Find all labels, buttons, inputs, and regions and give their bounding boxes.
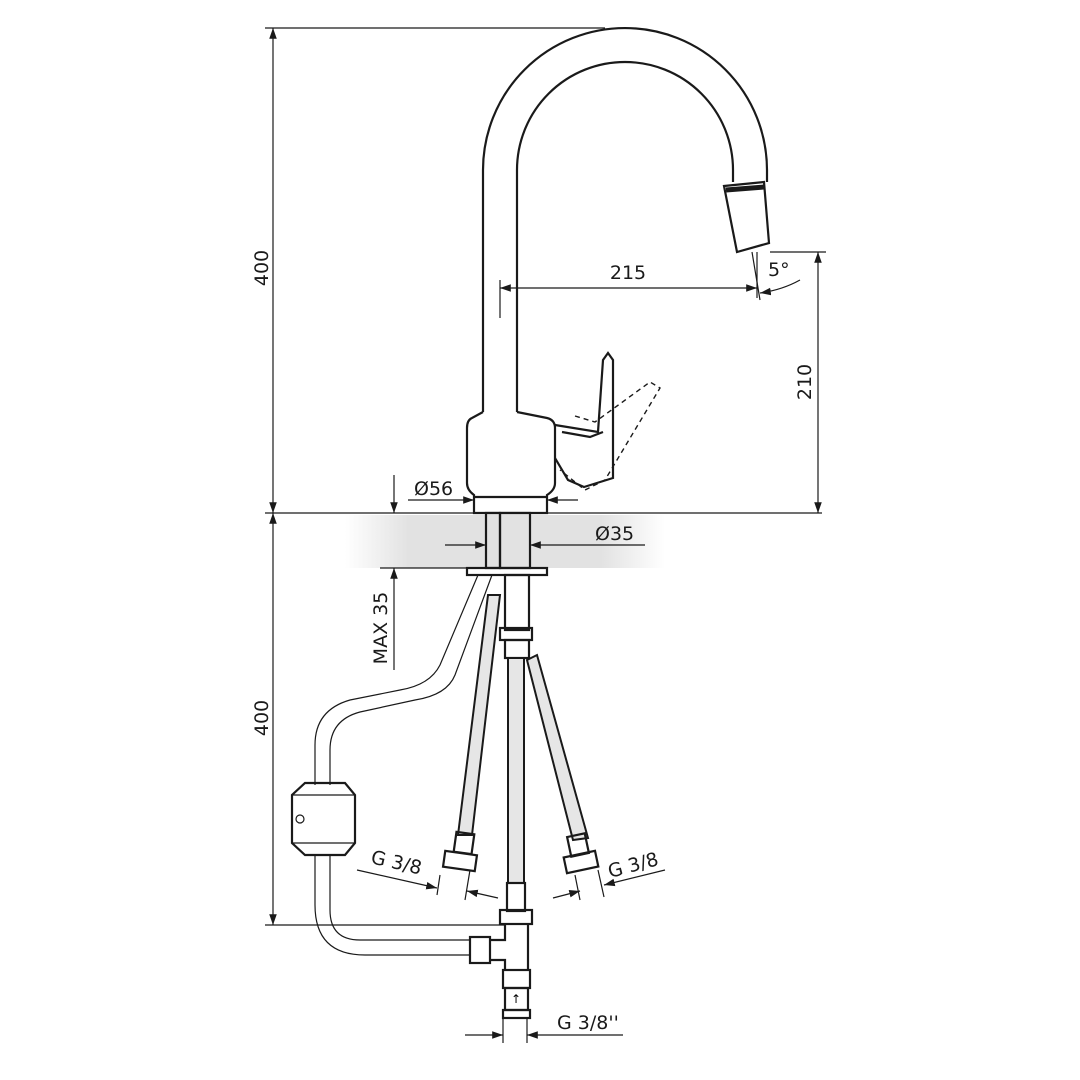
height-dimension-below: 400 [251,513,505,926]
supply-hoses [441,573,600,926]
dimension-label-210: 210 [794,364,816,400]
faucet-body [465,351,661,515]
spout [481,26,771,412]
lever-open-position [559,381,661,491]
dimension-label-215: 215 [610,262,646,284]
hose-weight [290,781,357,857]
pull-out-spray-head [722,180,771,254]
lever-handle [554,351,615,489]
pull-out-hose [290,574,493,956]
dimension-label-inlet-g38: G 3/8'' [557,1012,619,1034]
countertop [345,515,665,568]
dimension-label-max-35: MAX 35 [370,592,392,665]
dimension-label-5-degrees: 5° [768,259,790,281]
dimension-label-400-top: 400 [251,250,273,286]
dimension-label-d56: Ø56 [414,478,453,500]
flow-arrow-icon: ↑ [511,992,521,1006]
height-dimension-above: 400 [251,27,605,513]
dimension-label-d35: Ø35 [595,523,634,545]
dimension-label-400-bottom: 400 [251,700,273,736]
tee-valve: ↑ [468,924,532,1020]
